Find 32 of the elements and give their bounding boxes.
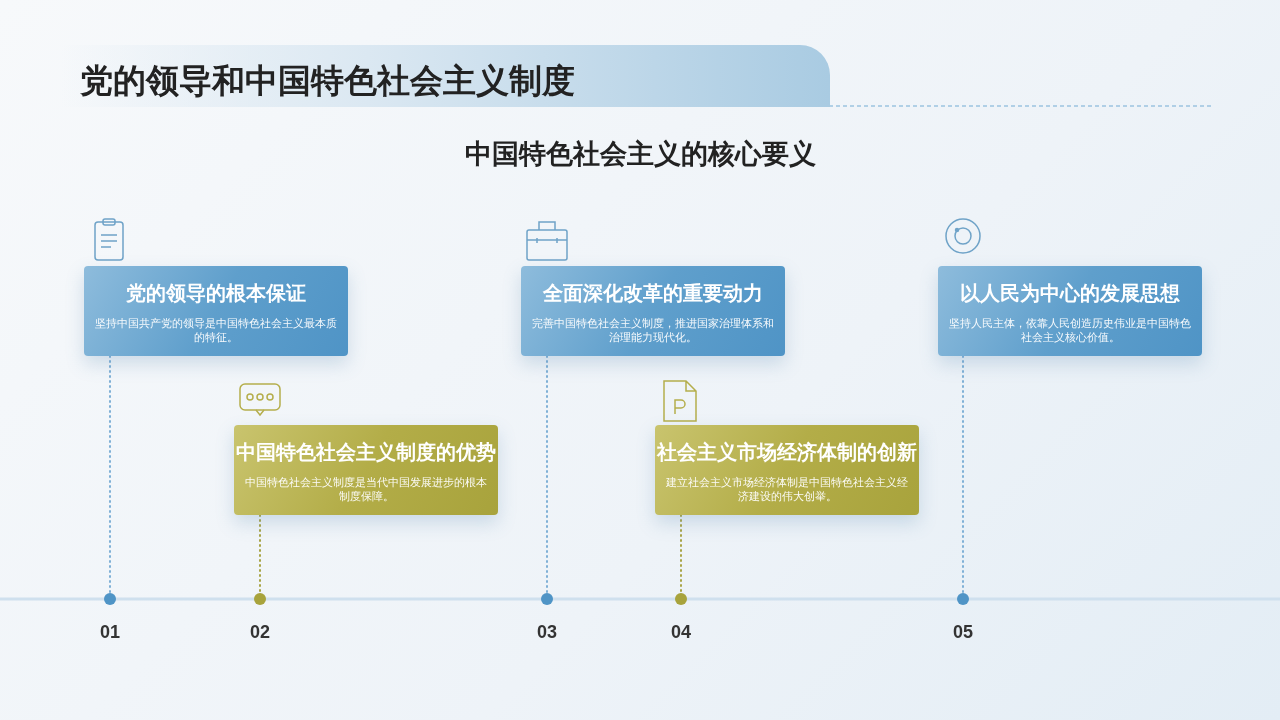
step-number: 02 [249,622,271,643]
card-description: 中国特色社会主义制度是当代中国发展进步的根本制度保障。 [244,475,488,503]
card-heading: 以人民为中心的发展思想 [959,281,1181,306]
card-description: 建立社会主义市场经济体制是中国特色社会主义经济建设的伟大创举。 [665,475,909,503]
step-number: 01 [99,622,121,643]
step-number: 05 [952,622,974,643]
card-description: 坚持中国共产党的领导是中国特色社会主义最本质的特征。 [94,316,338,344]
timeline-dot [541,593,553,605]
step-number: 04 [670,622,692,643]
page-title: 党的领导和中国特色社会主义制度 [80,61,575,101]
card-description: 完善中国特色社会主义制度，推进国家治理体系和治理能力现代化。 [531,316,775,344]
connector-line [259,514,261,594]
milestone-card [84,266,348,356]
card-heading: 中国特色社会主义制度的优势 [235,440,497,465]
card-description: 坚持人民主体，依靠人民创造历史伟业是中国特色社会主义核心价值。 [948,316,1192,344]
card-heading: 党的领导的根本保证 [125,281,307,306]
connector-line [546,355,548,594]
connector-line [962,355,964,594]
subtitle: 中国特色社会主义的核心要义 [463,138,817,171]
connector-line [109,355,111,594]
connector-line [680,514,682,594]
timeline-dot [675,593,687,605]
timeline-dot [104,593,116,605]
timeline-dot [957,593,969,605]
milestone-card [655,425,919,515]
milestone-card [234,425,498,515]
card-heading: 社会主义市场经济体制的创新 [656,440,918,465]
milestone-card [521,266,785,356]
step-number: 03 [536,622,558,643]
milestone-card [938,266,1202,356]
card-heading: 全面深化改革的重要动力 [542,281,764,306]
timeline-dot [254,593,266,605]
